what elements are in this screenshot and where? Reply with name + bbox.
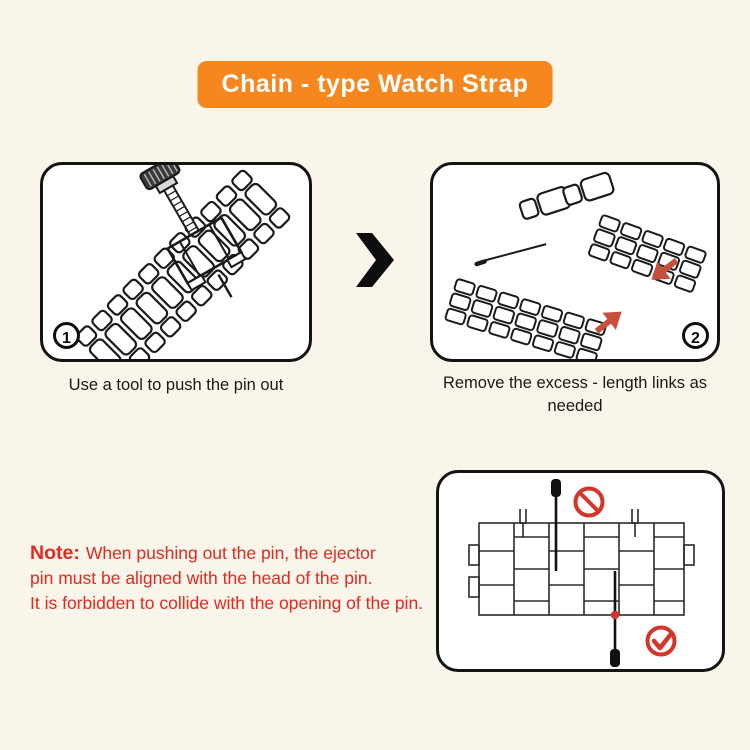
note-line-2: pin must be aligned with the head of the…: [30, 568, 373, 588]
step1-number-badge: 1: [53, 322, 80, 349]
band-segment-lower: [443, 277, 608, 359]
pin-alignment-panel: [436, 470, 725, 672]
watch-band-links-illustration: [443, 171, 708, 359]
step2-number-badge: 2: [682, 322, 709, 349]
step1-number: 1: [62, 330, 71, 347]
loose-pin: [474, 243, 547, 267]
red-arrow-icon: [651, 257, 679, 280]
link-remover-tool-illustration: [74, 165, 292, 359]
page-title: Chain - type Watch Strap: [221, 70, 529, 98]
prohibition-icon: [573, 486, 605, 518]
note-line-1: When pushing out the pin, the ejector: [85, 543, 376, 563]
red-arrow-icon: [594, 311, 622, 334]
removed-links: [518, 171, 615, 220]
step2-caption: Remove the excess - length links as need…: [442, 374, 708, 415]
arrow-right-icon: [350, 233, 394, 287]
bottom-ejector-pin: [610, 571, 620, 667]
watch-band: [74, 168, 292, 359]
step2-number: 2: [691, 330, 700, 347]
alignment-dot: [610, 610, 620, 620]
title-banner: Chain - type Watch Strap: [197, 61, 553, 108]
note-label: Note:: [30, 542, 80, 564]
step1-panel: 1: [40, 162, 312, 362]
check-icon: [645, 625, 677, 657]
band-cross-section: [468, 522, 695, 616]
link-remover-tool: [139, 165, 247, 298]
top-ejector-pin: [551, 479, 561, 571]
note: Note:When pushing out the pin, the eject…: [30, 541, 470, 616]
step1-caption: Use a tool to push the pin out: [68, 376, 284, 394]
ejector-forks: [519, 509, 639, 537]
step2-panel: 2: [430, 162, 720, 362]
note-line-3: It is forbidden to collide with the open…: [30, 593, 424, 613]
pin-alignment-diagram: [468, 479, 695, 667]
band-segment-right: [587, 213, 708, 294]
